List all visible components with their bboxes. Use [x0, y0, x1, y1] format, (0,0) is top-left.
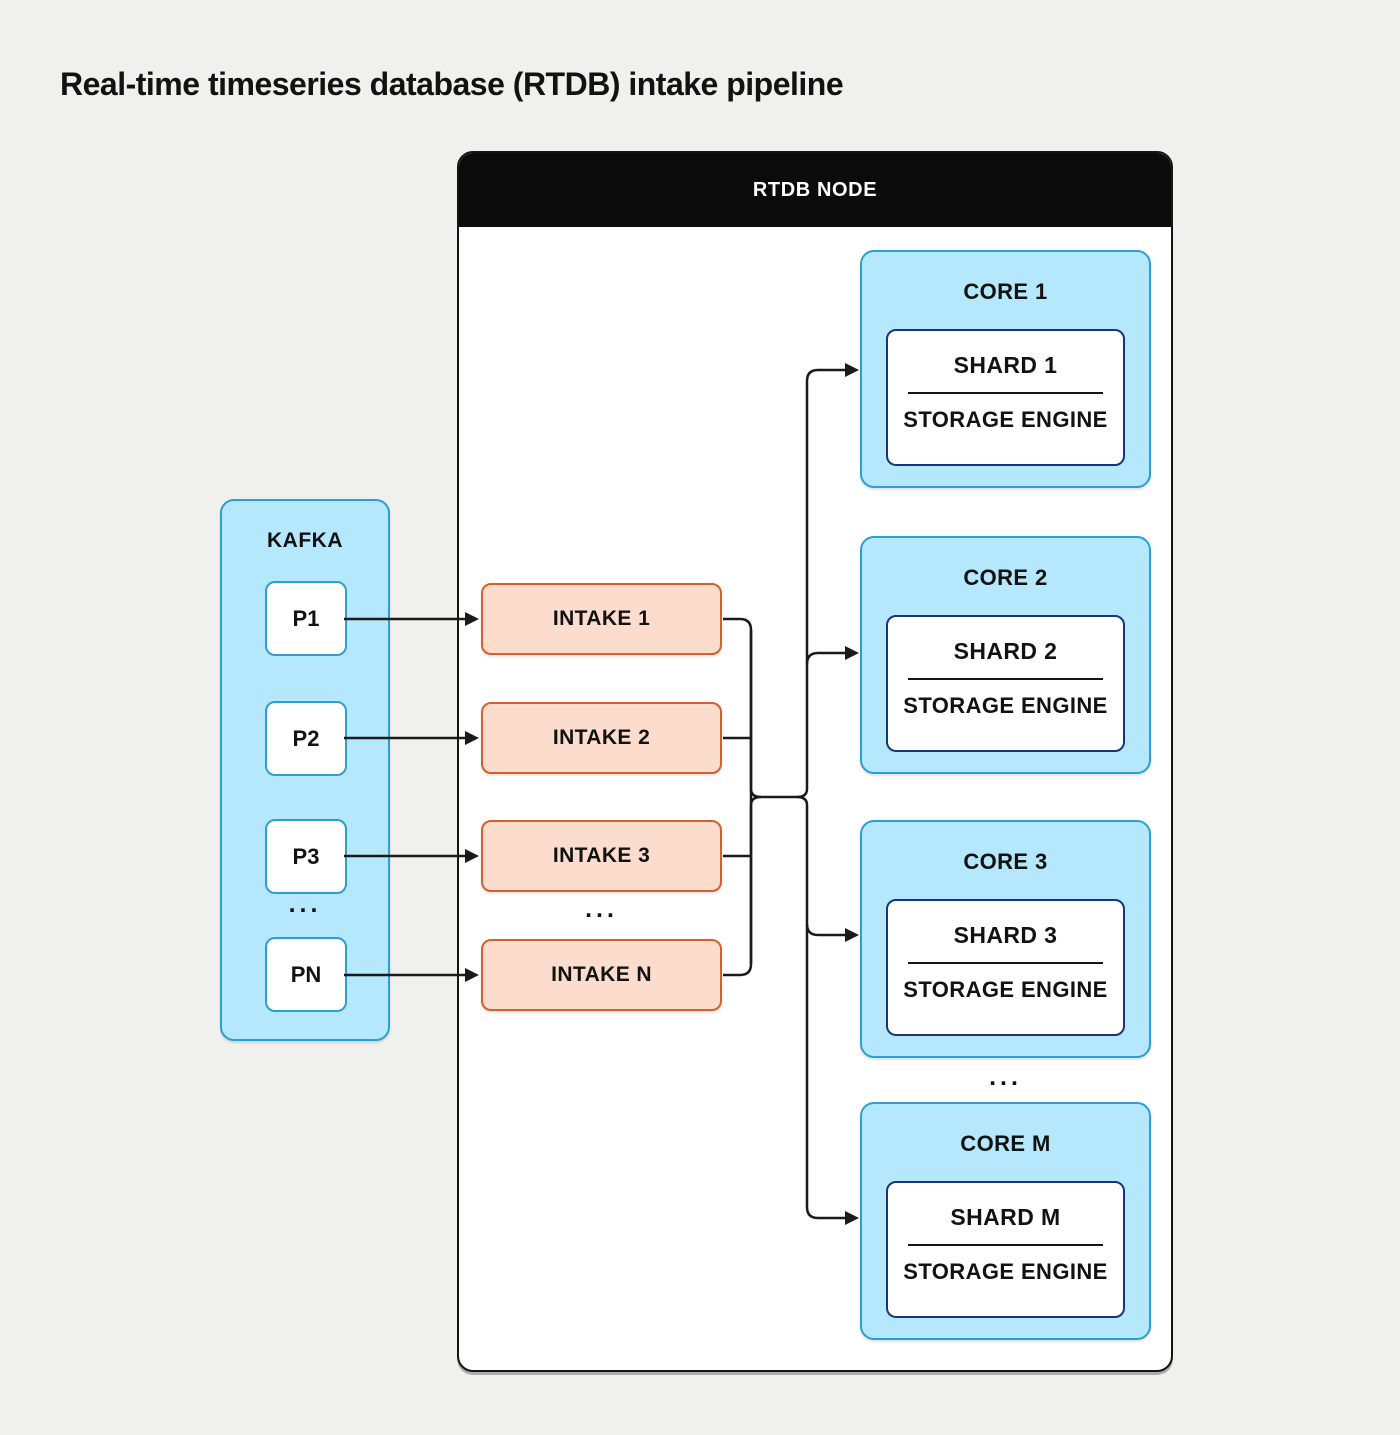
core-m-shard-box: SHARD M STORAGE ENGINE: [886, 1181, 1125, 1318]
core-3-shard-label: SHARD 3: [953, 922, 1058, 948]
core-2-label: CORE 2: [963, 565, 1048, 590]
core-m-shard-label: SHARD M: [950, 1204, 1061, 1230]
kafka-partitions-ellipsis: ...: [288, 890, 322, 918]
kafka-partition-pn: PN: [265, 937, 347, 1012]
core-3-divider: [908, 962, 1103, 964]
core-2-shard-box: SHARD 2 STORAGE ENGINE: [886, 615, 1125, 752]
core-node-1: CORE 1 SHARD 1 STORAGE ENGINE: [860, 250, 1151, 488]
intake-node-3: INTAKE 3: [481, 820, 722, 892]
kafka-group: KAFKA P1 P2 P3 ... PN: [220, 499, 390, 1041]
core-1-shard-label: SHARD 1: [953, 352, 1058, 378]
core-3-label: CORE 3: [963, 849, 1048, 874]
core-m-label: CORE M: [960, 1131, 1051, 1156]
core-m-engine-label: STORAGE ENGINE: [903, 1259, 1108, 1284]
core-1-divider: [908, 392, 1103, 394]
core-node-2: CORE 2 SHARD 2 STORAGE ENGINE: [860, 536, 1151, 774]
core-2-shard-label: SHARD 2: [953, 638, 1058, 664]
kafka-partition-p1: P1: [265, 581, 347, 656]
cores-ellipsis: ...: [989, 1063, 1022, 1091]
kafka-group-label: KAFKA: [267, 529, 343, 552]
core-1-label: CORE 1: [963, 279, 1048, 304]
intake-node-n: INTAKE N: [481, 939, 722, 1011]
kafka-partition-p3: P3: [265, 819, 347, 894]
core-3-shard-box: SHARD 3 STORAGE ENGINE: [886, 899, 1125, 1036]
core-m-divider: [908, 1244, 1103, 1246]
intakes-ellipsis: ...: [585, 895, 618, 923]
page-title: Real-time timeseries database (RTDB) int…: [60, 66, 844, 102]
rtdb-node-header: RTDB NODE: [459, 153, 1171, 227]
kafka-partition-p2: P2: [265, 701, 347, 776]
rtdb-node-header-label: RTDB NODE: [752, 178, 878, 201]
intake-node-1: INTAKE 1: [481, 583, 722, 655]
core-node-m: CORE M SHARD M STORAGE ENGINE: [860, 1102, 1151, 1340]
core-3-engine-label: STORAGE ENGINE: [903, 977, 1108, 1002]
core-2-engine-label: STORAGE ENGINE: [903, 693, 1108, 718]
core-1-shard-box: SHARD 1 STORAGE ENGINE: [886, 329, 1125, 466]
core-1-engine-label: STORAGE ENGINE: [903, 407, 1108, 432]
intake-node-2: INTAKE 2: [481, 702, 722, 774]
core-2-divider: [908, 678, 1103, 680]
core-node-3: CORE 3 SHARD 3 STORAGE ENGINE: [860, 820, 1151, 1058]
